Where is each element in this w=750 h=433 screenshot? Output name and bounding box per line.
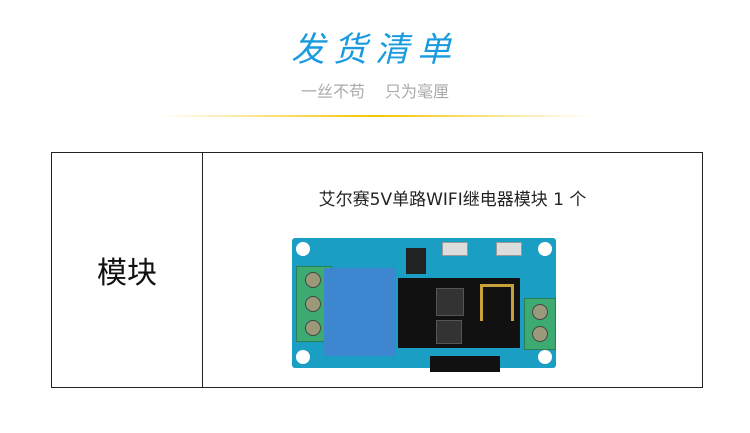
item-label-cell: 模块: [52, 153, 203, 387]
page-title: 发货清单: [291, 30, 459, 70]
subtitle: 一丝不苟 只为毫厘: [0, 78, 750, 102]
relay-module-image: [292, 238, 556, 372]
divider-line: [160, 115, 590, 117]
subtitle-right: 只为毫厘: [385, 82, 450, 101]
packing-list-table: 模块 艾尔赛5V单路WIFI继电器模块 1 个: [51, 152, 703, 388]
subtitle-left: 一丝不苟: [300, 82, 365, 101]
item-description: 艾尔赛5V单路WIFI继电器模块 1 个: [318, 190, 587, 210]
